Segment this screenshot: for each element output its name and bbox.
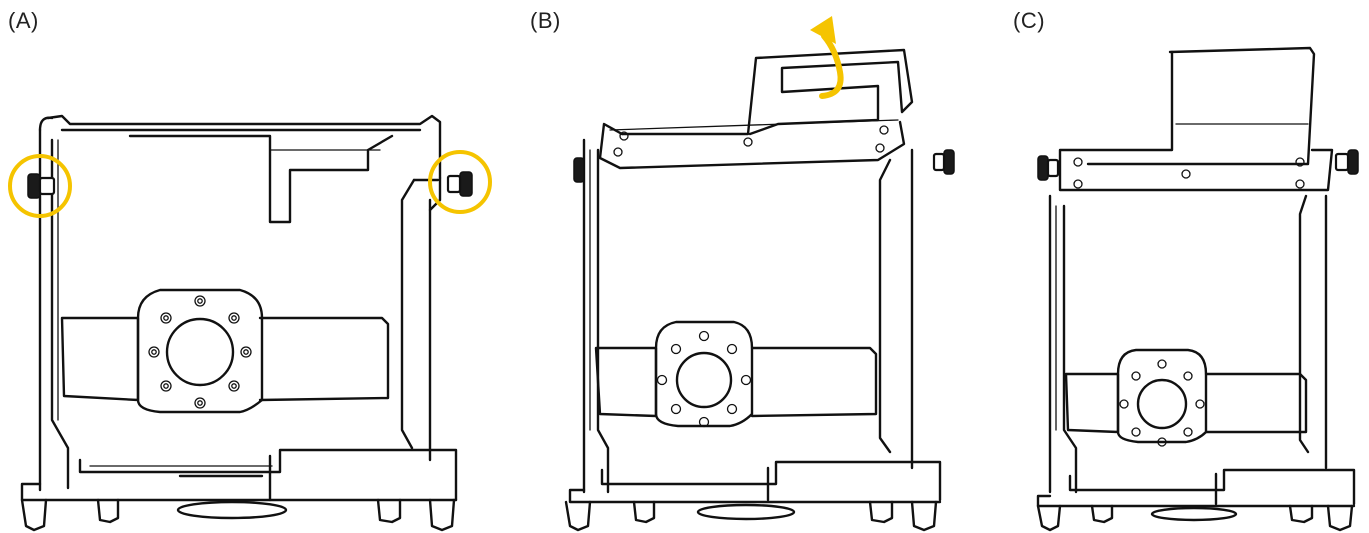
knob-left	[1037, 155, 1060, 181]
knob-left	[573, 157, 585, 183]
panel-a-drawing	[8, 114, 492, 532]
knob-right	[446, 171, 473, 197]
mount-holes	[656, 330, 752, 428]
panel-label-b: (B)	[530, 8, 561, 33]
knob-right	[932, 149, 955, 175]
knob-left	[27, 173, 56, 199]
feet	[564, 500, 938, 532]
panel-c-drawing	[1036, 46, 1359, 532]
panel-label-a: (A)	[8, 8, 39, 33]
mount-holes	[1119, 359, 1205, 447]
bracket-frame	[20, 114, 458, 502]
panel-b-drawing	[564, 16, 955, 532]
bracket-frame	[568, 48, 942, 504]
bracket-frame	[1036, 46, 1356, 508]
mount-holes	[148, 295, 252, 409]
feet	[20, 498, 456, 532]
panel-label-c: (C)	[1013, 8, 1046, 33]
feet	[1036, 504, 1354, 532]
circle-highlight-icon	[8, 154, 72, 218]
circle-highlight-icon	[428, 150, 492, 214]
screws	[1073, 157, 1305, 189]
screws	[613, 125, 889, 157]
knob-right	[1334, 149, 1359, 175]
curved-arrow-icon	[810, 16, 844, 99]
